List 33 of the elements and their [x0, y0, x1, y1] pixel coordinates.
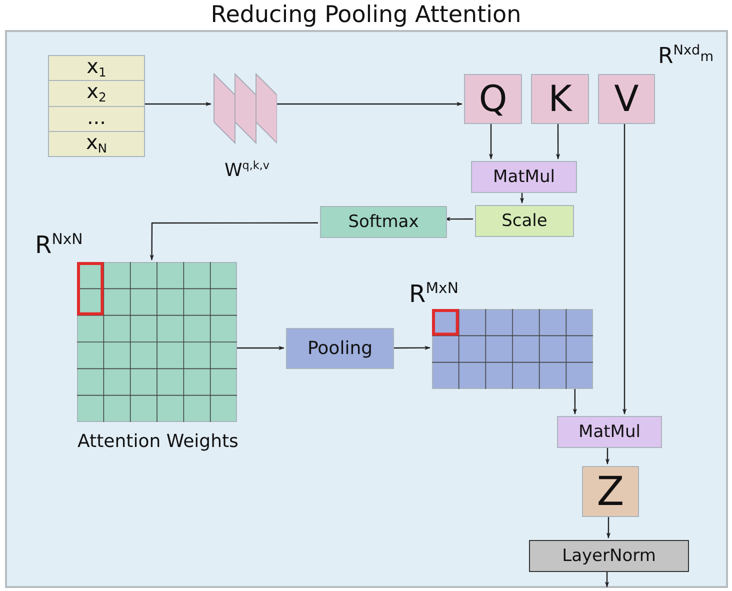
arrow	[606, 515, 611, 539]
sequence-cell: ...	[49, 106, 144, 132]
arrow	[488, 122, 494, 160]
key-box: K	[531, 74, 589, 124]
arrow	[143, 102, 212, 106]
arrow	[622, 122, 627, 415]
sequence-cell: x$_{1}$	[49, 56, 144, 82]
matmul-box: MatMul	[557, 416, 662, 448]
sequence-cell: x$_{2}$	[49, 81, 144, 106]
arrow	[150, 222, 318, 261]
arrow	[520, 191, 524, 204]
query-box: Q	[464, 74, 522, 124]
matmul-box: MatMul	[471, 161, 577, 193]
scale-box: Scale	[475, 205, 574, 237]
arrow	[235, 346, 285, 350]
pooling-box: Pooling	[286, 328, 394, 369]
matrix-dimension-label: R$^{NxN}$	[35, 231, 83, 259]
node-label: W$^{q,k,v}$	[223, 160, 271, 181]
softmax-box: Softmax	[320, 206, 447, 238]
diagram-title: Reducing Pooling Attention	[210, 2, 522, 28]
sequence-cell-text: x$_{N}$	[84, 132, 108, 156]
arrow	[605, 446, 610, 465]
output-box: Z	[582, 466, 639, 517]
node-label: Attention Weights	[76, 431, 240, 452]
input-sequence-stack	[48, 55, 145, 157]
diagram-panel	[5, 30, 728, 588]
arrow	[572, 387, 578, 415]
arrow	[556, 122, 560, 160]
arrow	[604, 570, 610, 588]
layernorm-box: LayerNorm	[529, 540, 689, 572]
arrow	[392, 346, 431, 350]
matrix-dimension-label: R$^{MxN}$	[409, 280, 458, 308]
value-box: V	[598, 74, 655, 124]
